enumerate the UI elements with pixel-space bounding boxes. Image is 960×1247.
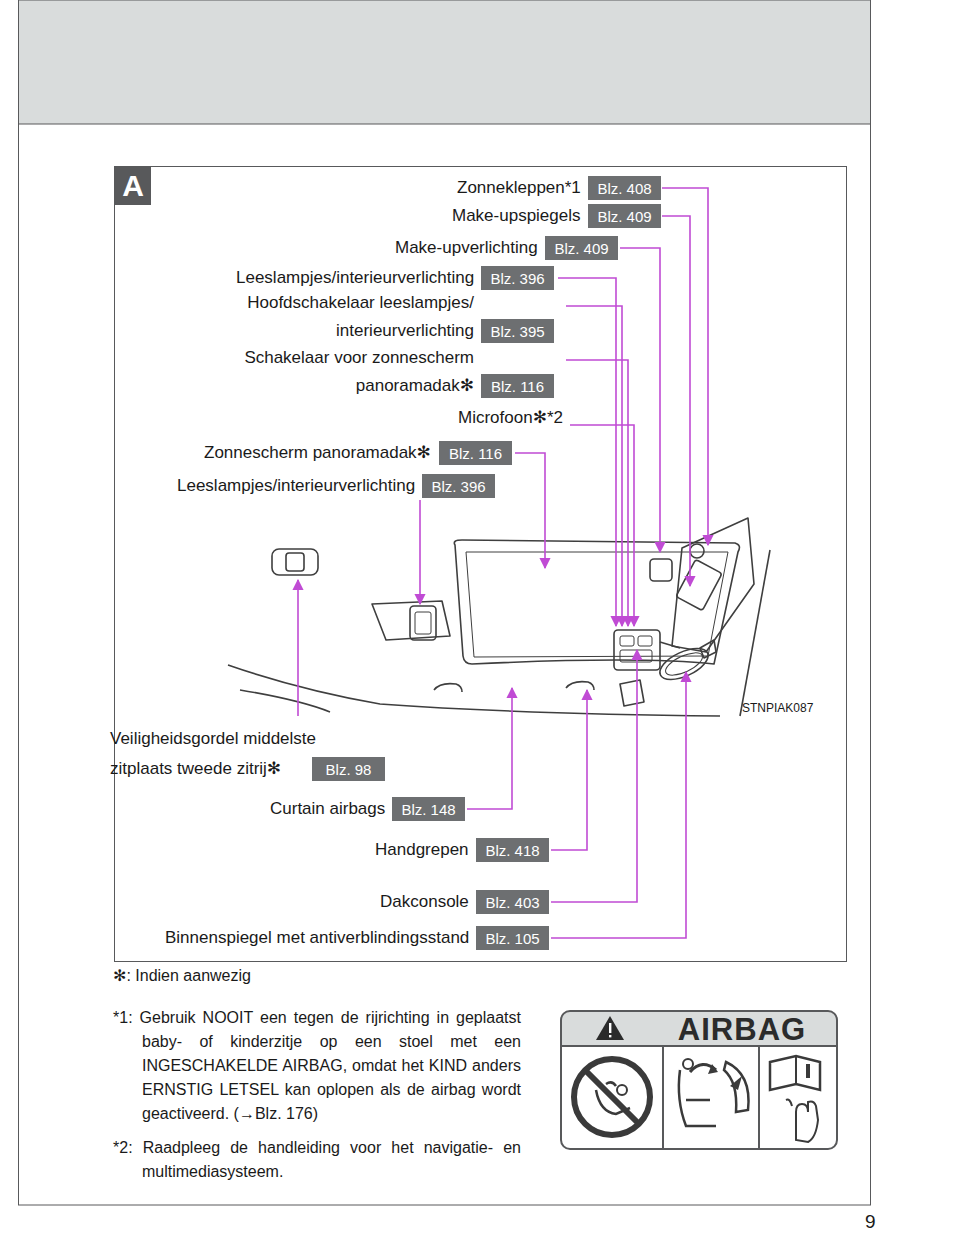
page-reference: Blz. 98 — [326, 761, 372, 778]
page-ref-badge: Blz. 116 — [481, 374, 554, 398]
page-reference: Blz. 148 — [401, 801, 455, 818]
page-ref-badge: Blz. 98 — [312, 757, 385, 781]
warning-heading: AIRBAG — [652, 1012, 832, 1048]
page-reference: Blz. 105 — [485, 930, 539, 947]
page-reference: Blz. 408 — [597, 180, 651, 197]
page-reference: Blz. 116 — [449, 445, 502, 462]
callout-label: Leeslampjes/interieurverlichting — [236, 266, 474, 290]
callout-label: Make-upspiegels — [452, 204, 581, 228]
callout-label: Schakelaar voor zonnescherm panoramadak✻ — [204, 344, 474, 400]
footnote: *1: Gebruik NOOIT een tegen de rijrichti… — [113, 1006, 521, 1126]
page-ref-badge: Blz. 409 — [545, 236, 618, 260]
callout-label: Leeslampjes/interieurverlichting — [177, 474, 415, 498]
page-reference: Blz. 409 — [597, 208, 651, 225]
header-rule — [18, 124, 871, 125]
page-ref-badge: Blz. 116 — [439, 441, 512, 465]
figure-code: STNPIAK087 — [742, 696, 813, 720]
page-reference: Blz. 395 — [490, 323, 544, 340]
page-ref-badge: Blz. 403 — [476, 890, 549, 914]
page-frame — [19, 0, 871, 1205]
headliner-drawing — [228, 518, 770, 716]
page-ref-badge: Blz. 395 — [481, 319, 554, 343]
page-ref-badge: Blz. 396 — [481, 266, 554, 290]
callout-label: Make-upverlichting — [395, 236, 538, 260]
callout-label: Curtain airbags — [270, 797, 385, 821]
callout-label: Hoofdschakelaar leeslampjes/ interieurve… — [184, 289, 474, 345]
airbag-warning-label: AIRBAG — [560, 1010, 838, 1150]
airbag-sticker-art — [561, 1011, 837, 1149]
page-reference: Blz. 396 — [431, 478, 485, 495]
page-ref-badge: Blz. 408 — [588, 176, 661, 200]
header-band — [18, 0, 871, 124]
page-reference: Blz. 409 — [554, 240, 608, 257]
page-ref-badge: Blz. 409 — [588, 204, 661, 228]
callout-label: Dakconsole — [380, 890, 469, 914]
section-marker: A — [115, 167, 151, 205]
footnote: *2: Raadpleeg de handleiding voor het na… — [113, 1136, 521, 1184]
page-ref-badge: Blz. 418 — [476, 838, 549, 862]
page-number: 9 — [865, 1210, 876, 1234]
page-reference: Blz. 403 — [485, 894, 539, 911]
callout-label: Microfoon✻*2 — [458, 406, 563, 430]
callout-label: Binnenspiegel met antiverblindingsstand — [165, 926, 469, 950]
callout-label: Handgrepen — [375, 838, 469, 862]
page-reference: Blz. 396 — [490, 270, 544, 287]
page-ref-badge: Blz. 105 — [476, 926, 549, 950]
page-ref-badge: Blz. 148 — [392, 797, 465, 821]
page-reference: Blz. 418 — [485, 842, 539, 859]
callout-label: Zonnekleppen*1 — [457, 176, 581, 200]
panel-frame — [115, 167, 847, 962]
section-letter: A — [122, 169, 144, 203]
page-reference: Blz. 116 — [491, 378, 544, 395]
callout-label: Zonnescherm panoramadak✻ — [204, 441, 431, 465]
callout-label: Veiligheidsgordel middelste zitplaats tw… — [110, 724, 360, 784]
footnote: ✻: Indien aanwezig — [113, 964, 251, 988]
page-ref-badge: Blz. 396 — [422, 474, 495, 498]
